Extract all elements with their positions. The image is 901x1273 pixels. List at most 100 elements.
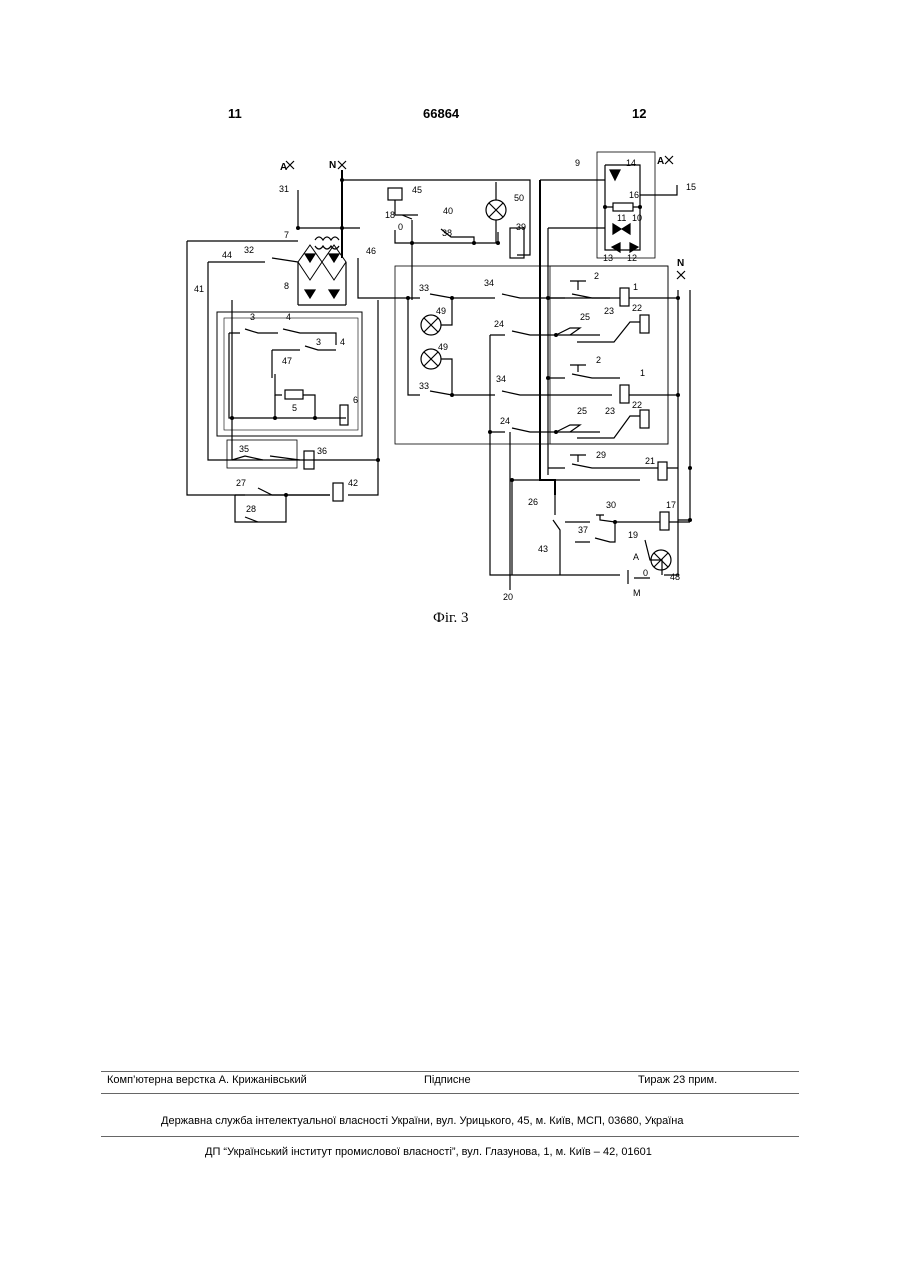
label-7: 7: [284, 230, 289, 240]
label-43: 43: [538, 544, 548, 554]
label-38: 38: [442, 228, 452, 238]
label-44: 44: [222, 250, 232, 260]
label-27: 27: [236, 478, 246, 488]
diode-bridge-a: [305, 254, 315, 262]
label-46: 46: [366, 246, 376, 256]
label-22p: 22: [632, 400, 642, 410]
footer-institute: ДП “Український інститут промислової вла…: [205, 1146, 652, 1158]
terminal-n-right-cross: [677, 271, 685, 279]
label-4p: 4: [340, 337, 345, 347]
label-19: 19: [628, 530, 638, 540]
label-35: 35: [239, 444, 249, 454]
label-49: 49: [436, 306, 446, 316]
label-39: 39: [516, 222, 526, 232]
label-16: 16: [629, 190, 639, 200]
label-45: 45: [412, 185, 422, 195]
middle-block-rect: [395, 266, 668, 444]
label-33: 33: [419, 283, 429, 293]
label-9: 9: [575, 158, 580, 168]
footer-rule-middle: [101, 1093, 799, 1094]
relay-42-coil: [333, 483, 343, 501]
label-25: 25: [580, 312, 590, 322]
label-21: 21: [645, 456, 655, 466]
label-49p: 49: [438, 342, 448, 352]
label-47: 47: [282, 356, 292, 366]
label-41: 41: [194, 284, 204, 294]
label-28: 28: [246, 504, 256, 514]
terminal-n-left-cross: [338, 161, 346, 169]
relay-22p-coil: [640, 410, 649, 428]
label-31: 31: [279, 184, 289, 194]
label-37: 37: [578, 525, 588, 535]
label-term-n-right: N: [677, 258, 684, 269]
label-2: 2: [594, 271, 599, 281]
circuit-diagram: A N A N 31 7 8 45 18 0 40 38 50 39 9 14 …: [0, 0, 901, 640]
label-8: 8: [284, 281, 289, 291]
label-26: 26: [528, 497, 538, 507]
relay-21-coil: [658, 462, 667, 480]
diode-bridge-d: [329, 290, 339, 298]
relay-6-coil: [340, 405, 348, 425]
label-24: 24: [494, 319, 504, 329]
diode-bridge-c: [305, 290, 315, 298]
label-mode-0: 0: [643, 568, 648, 578]
label-3: 3: [250, 312, 255, 322]
label-48: 48: [670, 572, 680, 582]
label-33p: 33: [419, 381, 429, 391]
diode-11: [613, 224, 621, 234]
label-17: 17: [666, 500, 676, 510]
resistor-16: [613, 203, 633, 211]
label-50: 50: [514, 193, 524, 203]
diode-13: [612, 243, 620, 252]
diode-12: [630, 243, 638, 252]
diode-bridge-b: [329, 254, 339, 262]
label-1: 1: [633, 282, 638, 292]
label-term-a-right: A: [657, 156, 664, 167]
label-24p: 24: [500, 416, 510, 426]
relay-1-coil: [620, 288, 629, 306]
diagram-labels: A N A N 31 7 8 45 18 0 40 38 50 39 9 14 …: [194, 156, 696, 602]
relay-17-coil: [660, 512, 669, 530]
label-2p: 2: [596, 355, 601, 365]
footer-layout: Комп’ютерна верстка А. Крижанівський: [107, 1074, 307, 1086]
relay-45-coil: [388, 188, 402, 200]
label-13: 13: [603, 253, 613, 263]
label-6: 6: [353, 395, 358, 405]
label-mode-m: M: [633, 588, 641, 598]
thyristor-14: [610, 170, 620, 180]
label-term-n-left: N: [329, 160, 336, 171]
label-32: 32: [244, 245, 254, 255]
label-11: 11: [617, 213, 626, 223]
label-3p: 3: [316, 337, 321, 347]
label-5: 5: [292, 403, 297, 413]
label-42: 42: [348, 478, 358, 488]
label-34: 34: [484, 278, 494, 288]
label-18-0: 0: [398, 222, 403, 232]
label-10: 10: [632, 213, 642, 223]
label-14: 14: [626, 158, 636, 168]
label-20: 20: [503, 592, 513, 602]
terminal-a-right-cross: [665, 156, 673, 164]
label-30: 30: [606, 500, 616, 510]
element-39: [510, 228, 524, 258]
footer-agency: Державна служба інтелектуальної власност…: [161, 1115, 684, 1127]
label-1p: 1: [640, 368, 645, 378]
footer-rule-top: [101, 1071, 799, 1072]
resistor: [285, 390, 303, 399]
footer-signed: Підписне: [424, 1074, 471, 1086]
label-36: 36: [317, 446, 327, 456]
label-25p: 25: [577, 406, 587, 416]
relay-22-coil: [640, 315, 649, 333]
label-23: 23: [604, 306, 614, 316]
label-15: 15: [686, 182, 696, 192]
label-18: 18: [385, 210, 395, 220]
relay-1p-coil: [620, 385, 629, 403]
label-23p: 23: [605, 406, 615, 416]
footer-rule-bottom: [101, 1136, 799, 1137]
transformer-primary: [315, 237, 339, 240]
label-29: 29: [596, 450, 606, 460]
footer-circulation: Тираж 23 прим.: [638, 1074, 717, 1086]
figure-caption: Фіг. 3: [433, 610, 468, 627]
label-40: 40: [443, 206, 453, 216]
label-term-a-left: A: [280, 162, 287, 173]
